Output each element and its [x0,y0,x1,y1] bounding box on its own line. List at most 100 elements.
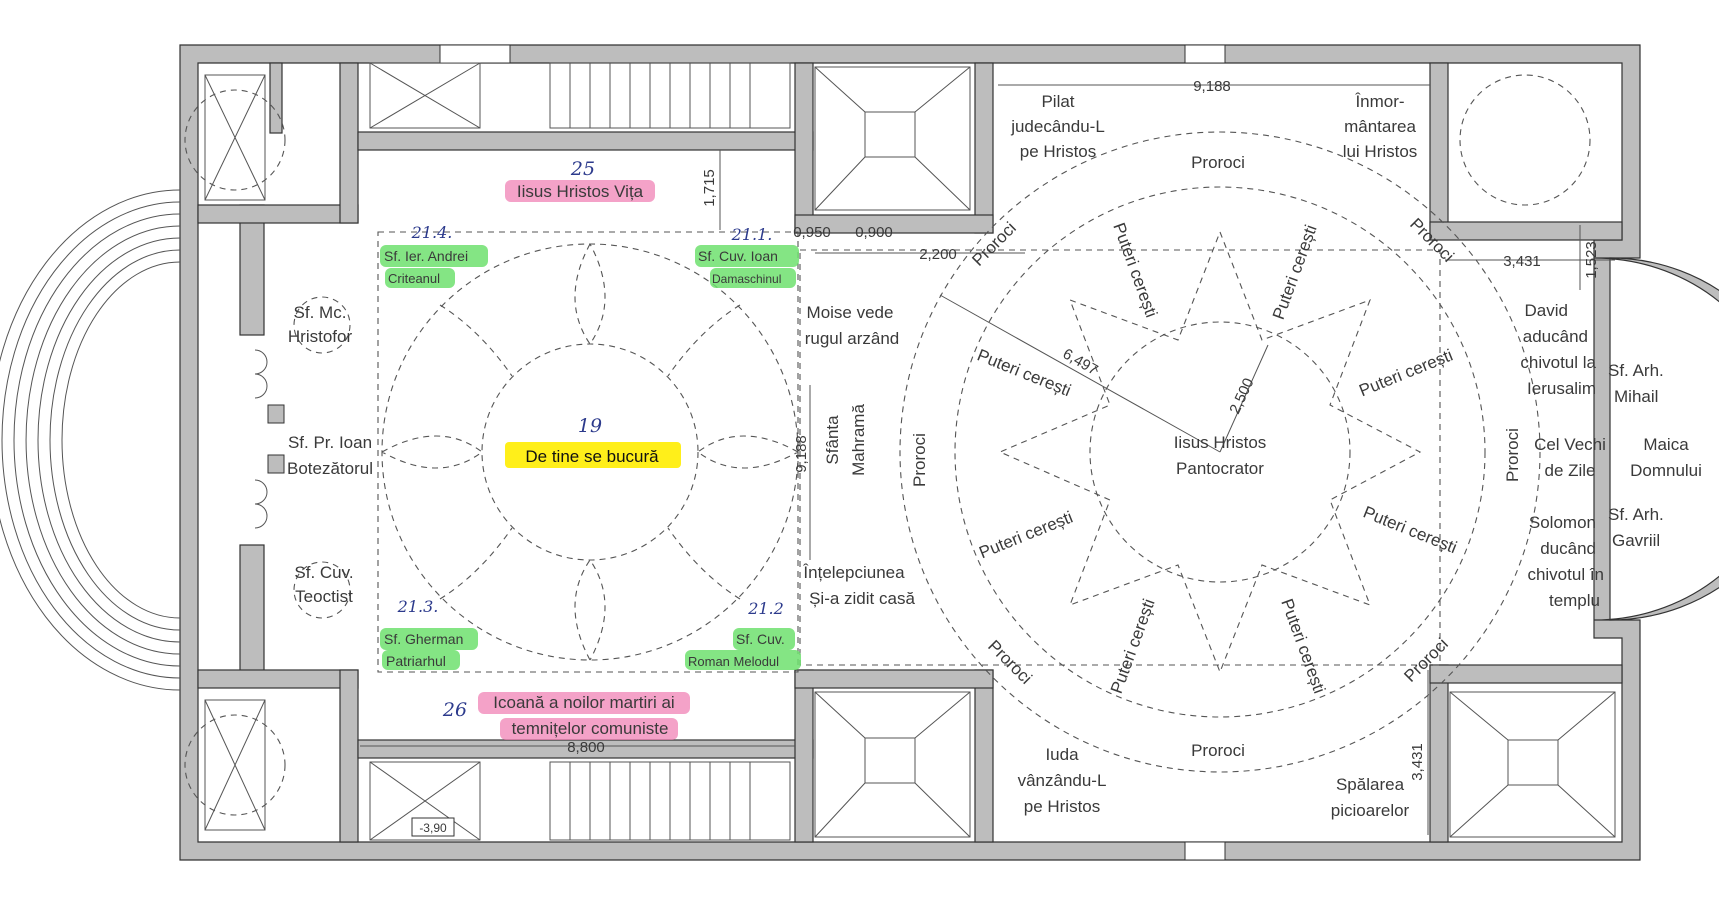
label-puteri-6: Puteri cerești [1361,503,1460,558]
dim-9188-top: 9,188 [1193,78,1231,95]
hand-21-3: 21.3. [397,597,439,616]
label-david-3: chivotul la [1520,353,1596,372]
hand-19: 19 [578,415,602,437]
straight-stairs [549,62,791,841]
label-puteri-2: Puteri cerești [1269,222,1321,322]
hand-26: 26 [442,699,467,721]
apse [1593,257,1719,621]
label-hristofor-1: Sf. Mc. [294,303,347,322]
label-puteri-4: Puteri cerești [1356,346,1455,401]
label-maica-2: Domnului [1630,461,1702,480]
dim-3431-bottom: 3,431 [1409,743,1426,781]
label-intelepciunea-2: Și-a zidit casă [809,589,915,608]
label-roman-1: Sf. Cuv. [736,631,785,647]
dim-9188-mid: 9,188 [793,435,810,473]
label-puteri-5: Puteri cerești [976,508,1075,563]
label-ioan-dam-2: Damaschinul [712,272,781,286]
entrance-steps [0,189,181,691]
label-proroci-right: Proroci [1503,428,1522,482]
label-puteri-8: Puteri cerești [1277,596,1329,696]
label-cel-vechi-1: Cel Vechi [1534,435,1606,454]
label-david-2: aducând [1523,327,1588,346]
label-maica-1: Maica [1643,435,1689,454]
label-icoana-2: temnițelor comuniste [512,719,669,738]
label-sfanta: Sfânta [823,415,842,465]
dim-0900: 0,900 [855,224,893,241]
label-intelepciunea-1: Înțelepciunea [802,563,905,582]
highlights [380,180,801,740]
label-gavriil-2: Gavriil [1612,531,1660,550]
label-pilat-2: judecându-L [1010,117,1105,136]
label-cel-vechi-2: de Zile [1544,461,1595,480]
label-puteri-7: Puteri cerești [1107,596,1159,696]
label-de-tine: De tine se bucură [525,447,659,466]
label-andrei-2: Criteanul [388,271,440,286]
outer-walls [179,44,1641,861]
label-gherman-1: Sf. Gherman [384,631,463,647]
label-icoana-1: Icoană a noilor martiri ai [493,693,674,712]
label-inmor-1: Înmor- [1354,92,1404,111]
label-mahrama: Mahramă [849,404,868,476]
dim-1523: 1,523 [1583,241,1600,279]
dim-2200: 2,200 [919,246,957,263]
label-pilat-1: Pilat [1041,92,1074,111]
label-david-4: Ierusalim [1527,379,1596,398]
dim-0950: 0,950 [793,224,831,241]
label-puteri-3: Puteri cerești [975,346,1074,401]
label-roman-2: Roman Melodul [688,654,779,669]
spiral-stairs [814,66,1616,838]
label-moise-1: Moise vede [807,303,894,322]
label-gherman-2: Patriarhul [386,653,446,669]
label-botezator-1: Sf. Pr. Ioan [288,433,372,452]
nave-dome [377,231,799,673]
label-mihail-2: Mihail [1614,387,1658,406]
dim-1715: 1,715 [701,169,718,207]
label-hristofor-2: Hristofor [288,327,353,346]
label-solomon-2: ducând [1540,539,1596,558]
entrance-doors [254,349,285,529]
label-proroci-top: Proroci [1191,153,1245,172]
label-proroci-bottom: Proroci [1191,741,1245,760]
label-iuda-3: pe Hristos [1024,797,1101,816]
label-inmor-3: lui Hristos [1343,142,1418,161]
label-iuda-2: vânzându-L [1018,771,1107,790]
label-gavriil-1: Sf. Arh. [1608,505,1664,524]
dimension-lines [360,84,1615,835]
dim-level: -3,90 [419,821,447,835]
label-spalarea-2: picioarelor [1331,801,1410,820]
side-circles [184,74,1591,816]
label-moise-2: rugul arzând [805,329,900,348]
storage-boxes [204,62,481,841]
label-iuda-1: Iuda [1045,745,1079,764]
handwritten-numbers: 25 19 26 21.4. 21.1. 21.3. 21.2 [397,158,784,721]
dimension-labels: 9,188 1,715 0,950 0,900 2,200 3,431 1,52… [411,78,1600,837]
main-dome [799,131,1541,773]
hand-21-1: 21.1. [731,225,773,244]
label-pantocrator-1: Iisus Hristos [1174,433,1267,452]
label-solomon-4: templu [1549,591,1600,610]
label-david-1: David [1525,301,1568,320]
hand-25: 25 [570,158,595,180]
hand-21-4: 21.4. [411,223,453,242]
dim-8800: 8,800 [567,739,605,756]
hand-21-2: 21.2 [747,599,784,618]
label-ioan-dam-1: Sf. Cuv. Ioan [698,248,778,264]
label-pantocrator-2: Pantocrator [1176,459,1264,478]
label-andrei-1: Sf. Ier. Andrei [384,248,468,264]
label-teoctist-1: Sf. Cuv. [294,563,353,582]
labels: Iisus Hristos Vița De tine se bucură Sf.… [287,92,1702,820]
label-solomon-3: chivotul în [1527,565,1604,584]
label-inmor-2: mântarea [1344,117,1416,136]
label-pilat-3: pe Hristos [1020,142,1097,161]
label-spalarea-1: Spălarea [1336,775,1405,794]
dim-3431-top: 3,431 [1503,253,1541,270]
label-iisus-vita: Iisus Hristos Vița [517,182,644,201]
label-mihail-1: Sf. Arh. [1608,361,1664,380]
label-botezator-2: Botezătorul [287,459,373,478]
label-solomon-1: Solomon [1529,513,1596,532]
label-puteri-1: Puteri cerești [1109,220,1161,320]
label-teoctist-2: Teoctist [295,587,353,606]
dim-2500: 2,500 [1226,375,1257,416]
label-proroci-left: Proroci [910,433,929,487]
